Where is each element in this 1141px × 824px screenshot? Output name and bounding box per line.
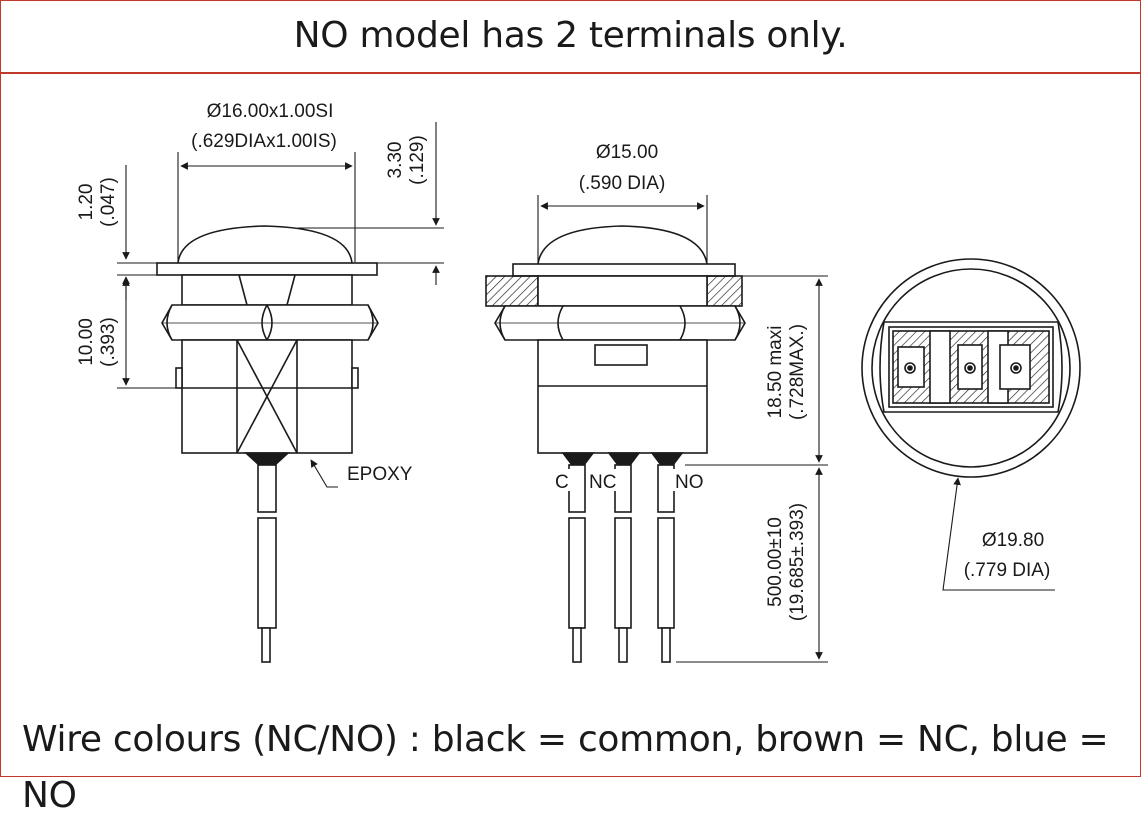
cap-height-imperial-label: (.129) — [407, 135, 428, 185]
bottom-diameter-label: Ø19.80 — [982, 530, 1044, 551]
front-panel-left — [485, 275, 539, 307]
side-epoxy — [243, 452, 291, 466]
thread-dim-label: Ø16.00x1.00SI — [207, 101, 334, 122]
side-flange — [156, 262, 378, 276]
front-view — [485, 225, 746, 663]
front-wire-c — [568, 464, 586, 663]
front-wire-no — [657, 464, 675, 663]
front-cap-dome — [537, 225, 708, 265]
header-divider — [0, 72, 1141, 74]
flange-thickness-imperial-label: (.047) — [98, 177, 119, 227]
wire-length-imperial-label: (19.685±.393) — [787, 503, 808, 621]
terminal-c-label: C — [555, 472, 569, 493]
technical-drawing: Ø16.00x1.00SI (.629DIAx1.00IS) 1.20 (.04… — [76, 101, 1081, 663]
wire-length-label: 500.00±10 — [765, 517, 786, 607]
flange-thickness-label: 1.20 — [76, 184, 97, 221]
thread-dim-imperial-label: (.629DIAx1.00IS) — [191, 131, 337, 152]
front-wire-nc — [614, 464, 632, 663]
cap-diameter-label: Ø15.00 — [596, 142, 658, 163]
body-height-label: 18.50 maxi — [765, 326, 786, 419]
front-window — [594, 344, 648, 366]
footer-note: Wire colours (NC/NO) : black = common, b… — [22, 719, 1109, 816]
side-wire — [257, 464, 277, 663]
terminal-nc-label: NC — [589, 472, 616, 493]
thread-length-label: 10.00 — [76, 318, 97, 366]
side-view — [156, 225, 379, 663]
bottom-inner-ring — [871, 268, 1071, 468]
side-thread-body — [181, 274, 353, 306]
bottom-view — [861, 258, 1081, 478]
side-cap-dome — [177, 225, 353, 264]
header-title: NO model has 2 terminals only. — [293, 15, 848, 56]
front-view-labels: Ø15.00 (.590 DIA) 18.50 maxi (.728MAX.) … — [553, 142, 808, 621]
bottom-diameter-imperial-label: (.779 DIA) — [964, 560, 1051, 581]
thread-length-imperial-label: (.393) — [98, 317, 119, 367]
bottom-view-labels: Ø19.80 (.779 DIA) — [964, 530, 1051, 581]
front-panel-right — [706, 275, 743, 307]
bottom-view-dimensions — [942, 477, 1055, 591]
terminal-no-label: NO — [675, 472, 704, 493]
side-view-dimensions — [117, 122, 444, 488]
cap-diameter-imperial-label: (.590 DIA) — [579, 173, 666, 194]
front-view-dimensions — [537, 195, 828, 663]
epoxy-label: EPOXY — [347, 464, 413, 485]
side-view-labels: Ø16.00x1.00SI (.629DIAx1.00IS) 1.20 (.04… — [76, 101, 428, 485]
front-flange — [512, 263, 736, 277]
body-height-imperial-label: (.728MAX.) — [787, 324, 808, 420]
cap-height-label: 3.30 — [385, 142, 406, 179]
